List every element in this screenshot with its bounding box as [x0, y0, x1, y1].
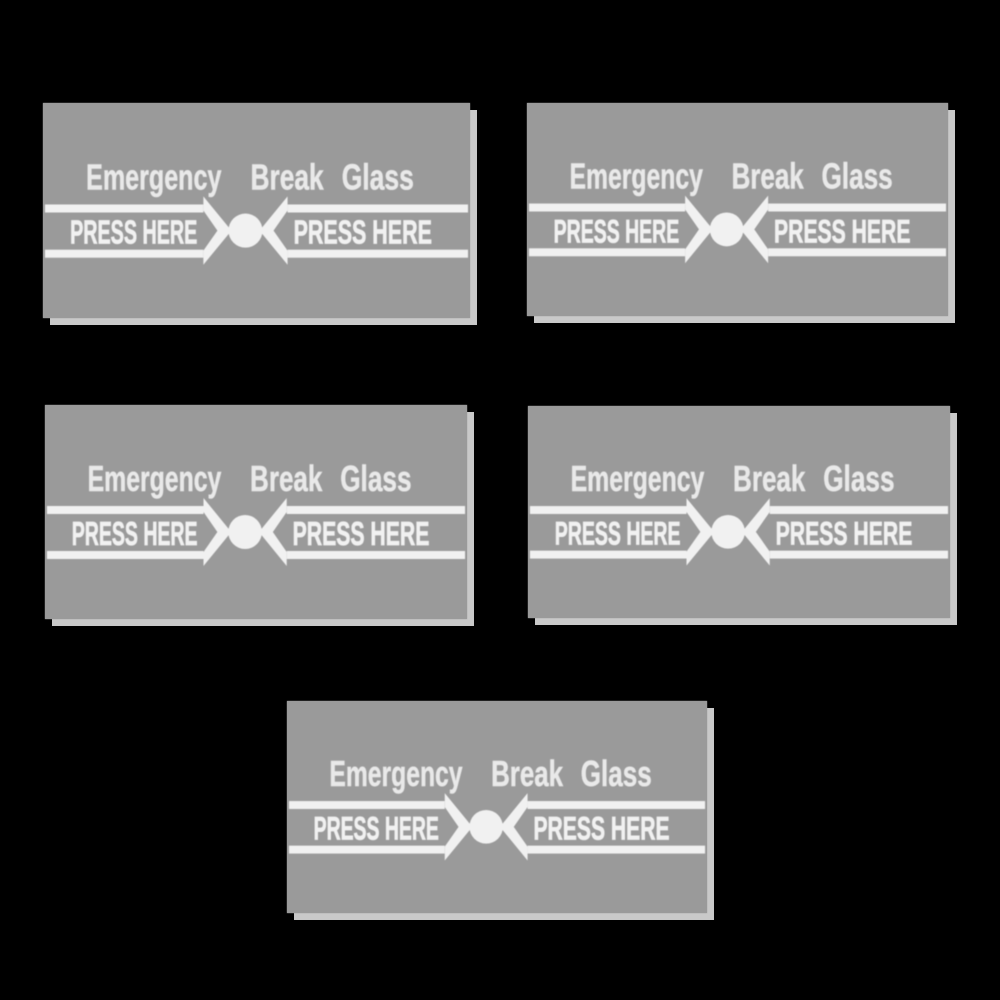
title-word-emergency: Emergency	[329, 754, 462, 794]
left-arrowhead-icon	[686, 498, 715, 566]
panel-artwork: Emergency Break Glass PRESS HERE PRESS H…	[287, 701, 707, 913]
arrow-shaft-bottom-right	[527, 845, 706, 854]
right-arrowhead-icon	[741, 498, 770, 566]
arrow-shaft-bottom-right	[287, 249, 468, 258]
arrow-shaft-top-left	[45, 204, 204, 213]
press-here-label-left: PRESS HERE	[314, 810, 439, 847]
press-here-label-left: PRESS HERE	[70, 215, 197, 252]
title-word-glass: Glass	[823, 459, 894, 499]
title-word-emergency: Emergency	[571, 459, 705, 499]
panel-artwork: Emergency Break Glass PRESS HERE PRESS H…	[43, 103, 470, 318]
arrow-shaft-top-right	[769, 506, 949, 514]
panel-artwork: Emergency Break Glass PRESS HERE PRESS H…	[527, 103, 948, 316]
arrow-shaft-bottom-left	[46, 551, 204, 559]
title-word-break: Break	[733, 459, 805, 499]
press-here-label-right: PRESS HERE	[294, 215, 432, 252]
arrow-shaft-bottom-right	[769, 550, 949, 559]
press-here-label-left: PRESS HERE	[554, 212, 680, 249]
arrow-shaft-top-left	[529, 506, 687, 514]
press-here-label-right: PRESS HERE	[774, 212, 910, 249]
arrow-shaft-bottom-right	[286, 551, 466, 559]
arrow-shaft-top-left	[528, 203, 686, 212]
press-point-circle	[469, 809, 503, 844]
title-word-break: Break	[732, 156, 804, 196]
right-arrowhead-icon	[740, 195, 769, 264]
title-word-glass: Glass	[340, 459, 411, 499]
press-here-label-right: PRESS HERE	[293, 515, 430, 552]
title-word-glass: Glass	[342, 156, 414, 197]
break-glass-panel-2: Emergency Break Glass PRESS HERE PRESS H…	[527, 103, 948, 316]
arrow-shaft-bottom-left	[45, 249, 204, 258]
panel-artwork: Emergency Break Glass PRESS HERE PRESS H…	[528, 406, 950, 618]
press-here-label-left: PRESS HERE	[72, 515, 198, 552]
title-word-glass: Glass	[822, 156, 893, 196]
break-glass-panel-4: Emergency Break Glass PRESS HERE PRESS H…	[528, 406, 950, 618]
left-arrowhead-icon	[203, 498, 232, 566]
arrow-shaft-top-right	[527, 801, 706, 809]
left-arrowhead-icon	[685, 195, 713, 264]
press-point-circle	[228, 213, 263, 248]
press-here-label-left: PRESS HERE	[555, 515, 681, 552]
left-arrowhead-icon	[444, 793, 473, 861]
press-point-circle	[709, 212, 744, 247]
press-here-label-right: PRESS HERE	[533, 810, 669, 847]
arrow-shaft-bottom-left	[528, 248, 686, 257]
press-here-label-right: PRESS HERE	[776, 515, 913, 552]
title-word-break: Break	[491, 754, 563, 794]
break-glass-panel-5: Emergency Break Glass PRESS HERE PRESS H…	[287, 701, 707, 913]
press-point-circle	[711, 514, 745, 549]
title-word-emergency: Emergency	[88, 459, 222, 499]
left-arrowhead-icon	[203, 196, 232, 265]
arrow-shaft-top-right	[287, 204, 468, 213]
right-arrowhead-icon	[499, 793, 528, 861]
title-word-break: Break	[250, 459, 322, 499]
break-glass-panel-1: Emergency Break Glass PRESS HERE PRESS H…	[43, 103, 470, 318]
arrow-shaft-bottom-left	[288, 845, 445, 854]
title-word-emergency: Emergency	[569, 156, 703, 196]
arrow-shaft-top-left	[46, 506, 204, 514]
title-word-break: Break	[250, 156, 324, 197]
arrow-shaft-top-left	[288, 801, 445, 809]
panel-artwork: Emergency Break Glass PRESS HERE PRESS H…	[45, 405, 467, 619]
title-word-glass: Glass	[581, 754, 652, 794]
title-word-emergency: Emergency	[86, 156, 221, 197]
arrow-shaft-top-right	[768, 203, 947, 212]
break-glass-panel-3: Emergency Break Glass PRESS HERE PRESS H…	[45, 405, 467, 619]
press-point-circle	[228, 515, 262, 549]
arrow-shaft-bottom-left	[529, 550, 687, 559]
arrow-shaft-bottom-right	[768, 248, 947, 257]
arrow-shaft-top-right	[286, 506, 466, 514]
